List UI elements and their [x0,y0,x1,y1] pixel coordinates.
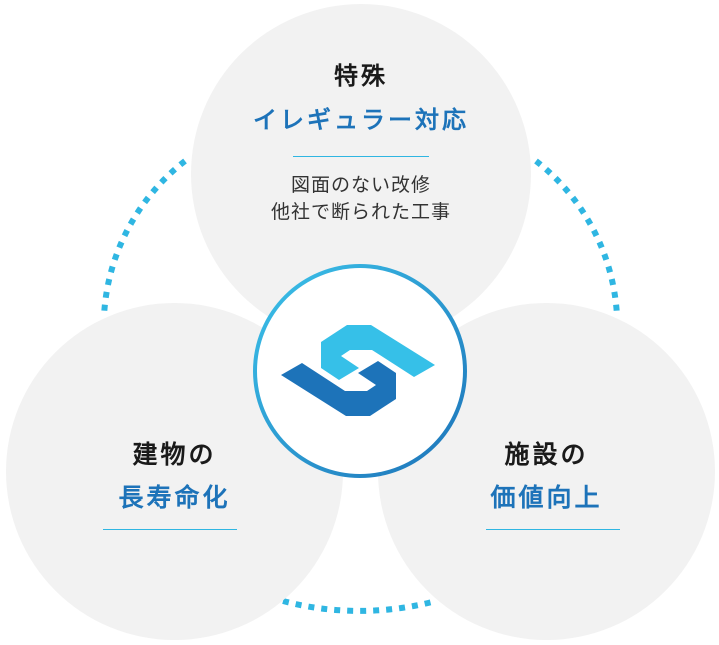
right-divider [486,529,620,530]
logo-upper-shape [321,325,435,380]
top-description: 図面のない改修 他社で断られた工事 [191,172,531,226]
top-title-line2: イレギュラー対応 [253,106,469,134]
company-logo-icon [253,264,467,478]
top-divider [293,156,429,157]
dotted-arc-left [101,158,187,317]
right-title-line2: 価値向上 [490,483,603,512]
dotted-arc-right [534,158,620,317]
left-title-line2: 長寿命化 [118,483,231,512]
left-title-line1: 建物の [132,440,217,469]
center-logo-badge [249,260,471,482]
logo-lower-shape [281,361,396,416]
left-divider [103,529,237,530]
top-desc-line2: 他社で断られた工事 [270,201,451,223]
dotted-arc-bottom [282,598,437,614]
top-title-line1: 特殊 [334,62,388,90]
right-title-line1: 施設の [504,440,589,469]
top-desc-line1: 図面のない改修 [290,174,431,196]
